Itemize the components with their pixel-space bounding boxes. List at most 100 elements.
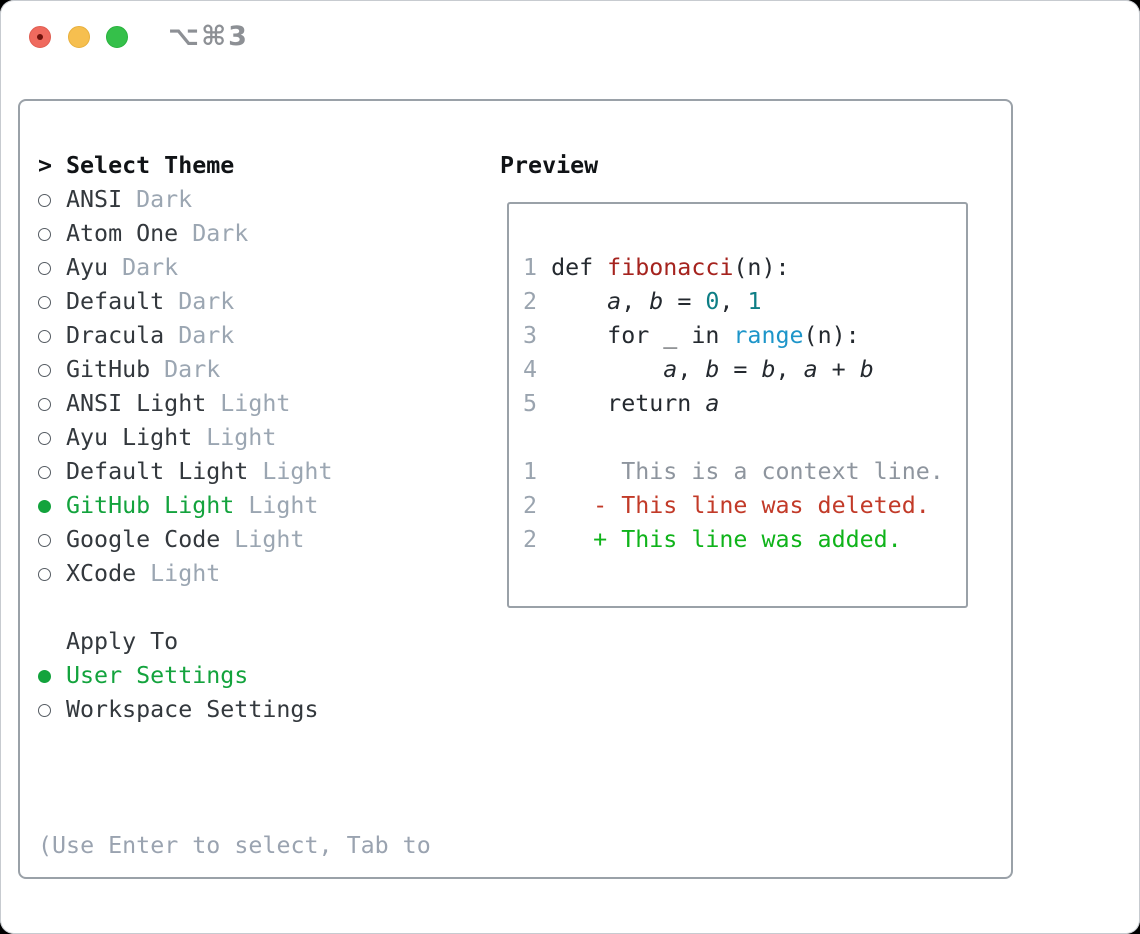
line-number: 5 [523,390,552,417]
row-label: ANSI [66,186,123,213]
line-number: 2 [523,492,552,519]
theme-option-google-code[interactable]: Google Code Light [38,523,332,557]
window-title-shortcut: ⌥⌘3 [168,21,249,52]
radio-unselected-icon [38,703,51,717]
theme-option-github[interactable]: GitHub Dark [38,353,332,387]
theme-variant-label: Light [206,424,277,451]
row-label: Ayu [66,254,109,281]
code-line: 2 + This line was added. [523,523,944,557]
radio-unselected-icon [38,363,51,377]
code-line: 1 This is a context line. [523,455,944,489]
row-label: GitHub Light [66,492,235,519]
apply-option-user-settings[interactable]: User Settings [38,659,318,693]
code-token: = [663,288,706,315]
row-label: Dracula [66,322,165,349]
theme-option-atom-one[interactable]: Atom One Dark [38,217,332,251]
code-token: b [761,356,776,383]
theme-variant-label: Dark [178,322,235,349]
theme-variant-label: Dark [164,356,221,383]
code-token: b [649,288,664,315]
theme-option-ayu-light[interactable]: Ayu Light Light [38,421,332,455]
row-marker [38,567,66,581]
row-marker [38,363,66,377]
row-marker [38,193,66,207]
row-label: Default [66,288,165,315]
theme-option-default-light[interactable]: Default Light Light [38,455,332,489]
code-line: 5 return a [523,387,944,421]
row-label: Default Light [66,458,249,485]
row-label: GitHub [66,356,151,383]
apply-to-header: Apply To [38,625,318,659]
row-marker [38,499,66,513]
preview-box [507,202,968,608]
row-label: Atom One [66,220,179,247]
code-token: 0 [705,288,720,315]
code-token: b [859,356,874,383]
radio-unselected-icon [38,567,51,581]
code-token: a [705,390,720,417]
theme-variant-label: Light [248,492,319,519]
code-token: b [705,356,720,383]
minimize-button[interactable] [68,26,90,48]
row-marker [38,329,66,343]
row-label: XCode [66,560,137,587]
row-marker [38,703,66,717]
radio-selected-icon [38,499,51,513]
radio-unselected-icon [38,465,51,479]
theme-variant-label: Light [220,390,291,417]
row-marker [38,261,66,275]
code-line: 2 a, b = 0, 1 [523,285,944,319]
row-marker [38,431,66,445]
code-token: , [719,288,748,315]
theme-option-dracula[interactable]: Dracula Dark [38,319,332,353]
code-token: , [677,356,706,383]
code-token [551,288,607,315]
row-label: Google Code [66,526,221,553]
code-token: = [719,356,762,383]
code-token: + This line was added. [551,526,902,553]
code-token [551,356,663,383]
row-marker [38,533,66,547]
code-token: fibonacci [607,254,734,281]
code-line: 3 for _ in range(n): [523,319,944,353]
preview-title: Preview [500,152,599,179]
row-label: Select Theme [66,152,235,179]
row-label: ANSI Light [66,390,207,417]
code-token: + [817,356,860,383]
row-marker [38,227,66,241]
zoom-button[interactable] [106,26,128,48]
code-token: , [621,288,650,315]
row-marker [38,669,66,683]
prompt-icon: > [38,152,53,179]
code-token: , [775,356,804,383]
code-token: - This line was deleted. [551,492,930,519]
theme-variant-label: Dark [178,288,235,315]
theme-option-github-light[interactable]: GitHub Light Light [38,489,332,523]
radio-unselected-icon [38,193,51,207]
theme-option-ansi-light[interactable]: ANSI Light Light [38,387,332,421]
line-number: 2 [523,526,552,553]
row-label: Workspace Settings [66,696,319,723]
row-label: Ayu Light [66,424,193,451]
radio-unselected-icon [38,261,51,275]
row-label: User Settings [66,662,249,689]
code-token: range [733,322,804,349]
theme-variant-label: Light [262,458,333,485]
radio-unselected-icon [38,397,51,411]
row-marker [38,397,66,411]
radio-unselected-icon [38,227,51,241]
close-button[interactable] [29,26,51,48]
apply-option-workspace-settings[interactable]: Workspace Settings [38,693,318,727]
theme-option-default[interactable]: Default Dark [38,285,332,319]
theme-variant-label: Light [234,526,305,553]
theme-variant-label: Dark [192,220,249,247]
code-line: 1 def fibonacci(n): [523,251,944,285]
radio-unselected-icon [38,533,51,547]
